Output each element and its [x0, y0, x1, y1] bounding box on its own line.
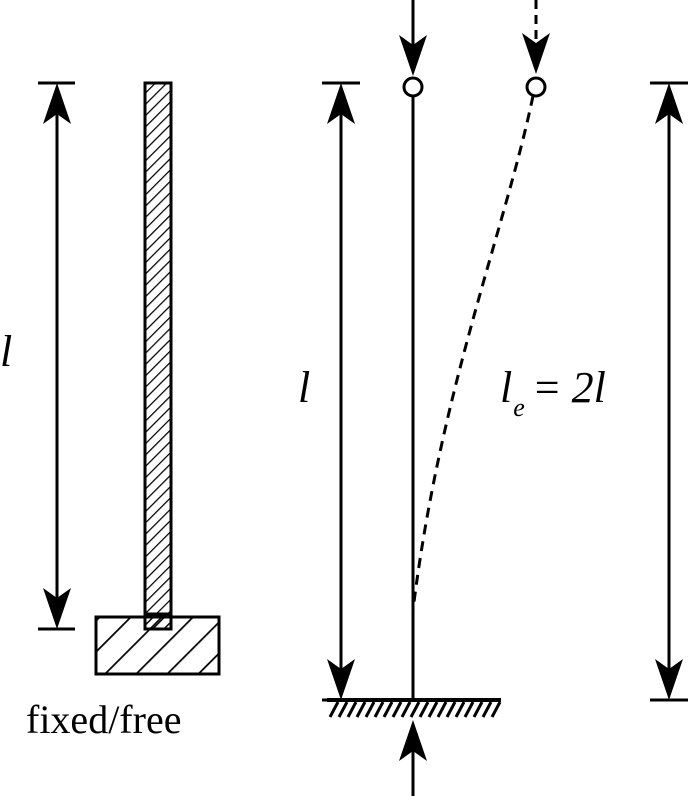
- ground-hatch-tick: [391, 701, 403, 718]
- left-length-label: l: [0, 327, 13, 376]
- top-load-arrow: [399, 0, 427, 76]
- ground-hatch-tick: [373, 701, 385, 718]
- middle-length-label: l: [298, 363, 311, 412]
- left-dimension-arrow: [38, 81, 75, 631]
- effective-length-label: le =2l: [500, 363, 606, 421]
- support-caption: fixed/free: [26, 697, 182, 742]
- ground-hatch-tick: [328, 701, 340, 718]
- effective-length-symbol: l: [500, 363, 513, 412]
- ground-hatch-tick: [355, 701, 367, 718]
- ground-hatch-tick: [418, 701, 430, 718]
- ground-hatch-tick: [472, 701, 484, 718]
- ground-hatch-tick: [400, 701, 412, 718]
- right-dimension-arrow: [650, 81, 688, 702]
- middle-dimension-arrow: [322, 81, 360, 702]
- deflected-pin-circle: [525, 76, 547, 98]
- ground-hatch-tick: [454, 701, 466, 718]
- effective-length-subscript: e: [513, 393, 525, 422]
- fixed-ground-support: [327, 698, 502, 718]
- bottom-reaction-arrow: [399, 720, 427, 796]
- ground-hatch-tick: [445, 701, 457, 718]
- ground-hatch-tick: [337, 701, 349, 718]
- buckled-shape-curve: [411, 95, 535, 611]
- ground-hatch-tick: [382, 701, 394, 718]
- column-base-block: [94, 615, 221, 676]
- ground-hatch-tick: [463, 701, 475, 718]
- effective-length-value: 2l: [571, 363, 606, 412]
- ground-hatch-tick: [427, 701, 439, 718]
- ground-hatch-tick: [490, 701, 502, 718]
- ground-hatch-tick: [364, 701, 376, 718]
- top-pin-circle: [402, 76, 424, 98]
- ground-hatch-tick: [436, 701, 448, 718]
- deflected-load-arrow: [522, 0, 550, 74]
- equals-sign: =: [534, 363, 560, 412]
- ground-hatch-tick: [409, 701, 421, 718]
- ground-hatch-tick: [346, 701, 358, 718]
- hatched-column: [143, 81, 173, 631]
- ground-hatch-tick: [481, 701, 493, 718]
